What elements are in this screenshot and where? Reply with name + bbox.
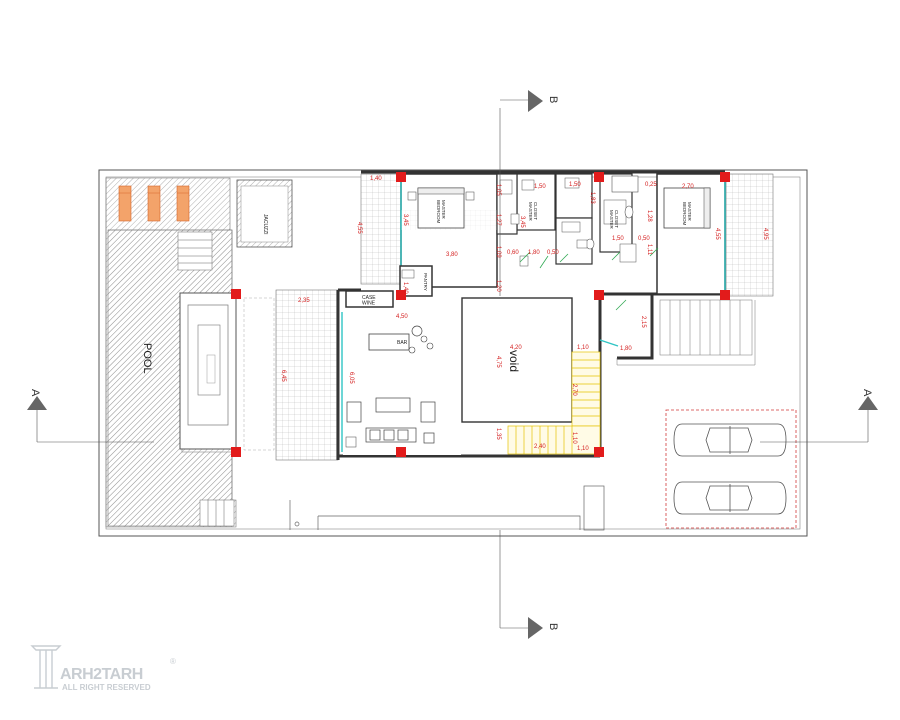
bed-1 xyxy=(417,187,465,229)
sun-loungers xyxy=(118,185,190,222)
section-marker-a-right: A xyxy=(858,389,878,410)
bar-counter xyxy=(368,333,410,351)
dim-4: 1,05 xyxy=(495,184,501,196)
sofa-set xyxy=(346,397,436,444)
dim-12: 1,83 xyxy=(589,192,595,204)
wine-case xyxy=(345,290,394,308)
master-bedroom-2-label: MASTERBEDROOM xyxy=(682,202,692,226)
watermark-rights: ALL RIGHT RESERVED xyxy=(62,683,151,692)
dim-7: 3,45 xyxy=(519,216,525,228)
dim-21: 4,95 xyxy=(762,228,768,240)
dim-28: 1,10 xyxy=(577,345,589,351)
dim-24: 4,50 xyxy=(396,314,408,320)
section-a-right-label: A xyxy=(861,389,873,397)
dim-36: 1,10 xyxy=(571,432,577,444)
staircase xyxy=(507,351,601,455)
dim-8: 1,80 xyxy=(528,250,540,256)
car-2 xyxy=(673,481,787,515)
dim-9: 0,60 xyxy=(507,250,519,256)
dim-19: 1,11 xyxy=(646,244,652,256)
void-label: void xyxy=(507,350,521,372)
jacuzzi-label: JACUZZI xyxy=(262,214,268,235)
dim-29: 4,20 xyxy=(510,345,522,351)
door-swings xyxy=(519,247,659,311)
dim-10: 0,50 xyxy=(547,250,559,256)
structural-columns xyxy=(231,172,730,457)
entry-stairs xyxy=(616,299,756,366)
closet-master-label: CLOSETMASTER xyxy=(528,202,538,222)
watermark-registered: ® xyxy=(170,657,176,666)
dim-18: 0,50 xyxy=(638,236,650,242)
dim-23: 2,35 xyxy=(298,298,310,304)
dim-30: 4,75 xyxy=(495,356,501,368)
dim-33: 2,70 xyxy=(571,384,577,396)
dim-14: 2,70 xyxy=(682,184,694,190)
pool-label: POOL xyxy=(141,343,153,374)
section-marker-b-top: B xyxy=(500,90,559,112)
dim-32: 6,45 xyxy=(280,370,286,382)
parking-area xyxy=(665,409,797,529)
dim-0: 1,40 xyxy=(370,176,382,182)
dim-22: 1,40 xyxy=(402,282,408,294)
bar-label: BAR xyxy=(397,340,408,346)
dim-27: 1,80 xyxy=(620,346,632,352)
deck-steps xyxy=(177,231,235,527)
dim-17: 1,50 xyxy=(612,236,624,242)
section-lines xyxy=(36,108,869,628)
dim-31: 6,05 xyxy=(348,372,354,384)
master-bedroom-1-label: MASTERBEDROOM xyxy=(436,200,446,224)
section-marker-a-left: A xyxy=(27,389,47,410)
dim-25: 1,20 xyxy=(495,280,501,292)
car-1 xyxy=(673,423,787,457)
section-b-bottom-label: B xyxy=(547,623,559,630)
section-a-left-label: A xyxy=(29,389,41,397)
watermark-brand: ARH2TARH xyxy=(60,666,143,683)
dim-2: 3,45 xyxy=(402,214,408,226)
patio-tiles xyxy=(275,289,339,461)
dim-16: 0,25 xyxy=(645,182,657,188)
dim-11: 1,09 xyxy=(495,246,501,258)
terrace-left xyxy=(360,173,402,285)
dim-15: 1,28 xyxy=(646,210,652,222)
watermark-logo: ARH2TARH ® ALL RIGHT RESERVED xyxy=(30,645,176,692)
dim-34: 1,35 xyxy=(495,428,501,440)
dim-37: 1,10 xyxy=(577,446,589,452)
dim-20: 4,55 xyxy=(714,228,720,240)
dim-13: 1,50 xyxy=(569,182,581,188)
dimension-labels: 1,40 4,55 3,45 3,80 1,05 1,27 1,50 3,45 … xyxy=(280,176,768,452)
section-b-top-label: B xyxy=(547,96,559,103)
dim-1: 4,55 xyxy=(356,222,362,234)
section-marker-b-bottom: B xyxy=(500,617,559,639)
terrace-right xyxy=(725,173,774,297)
bed-2 xyxy=(663,187,711,229)
dim-3: 3,80 xyxy=(446,252,458,258)
dim-5: 1,27 xyxy=(495,214,501,226)
dim-6: 1,50 xyxy=(534,184,546,190)
dim-26: 2,15 xyxy=(640,316,646,328)
dim-35: 2,40 xyxy=(534,444,546,450)
pantry-label: PANTRY xyxy=(423,273,428,291)
closet-master-2-label: CLOSETMASTER xyxy=(609,210,619,230)
site-boundary xyxy=(98,169,808,537)
